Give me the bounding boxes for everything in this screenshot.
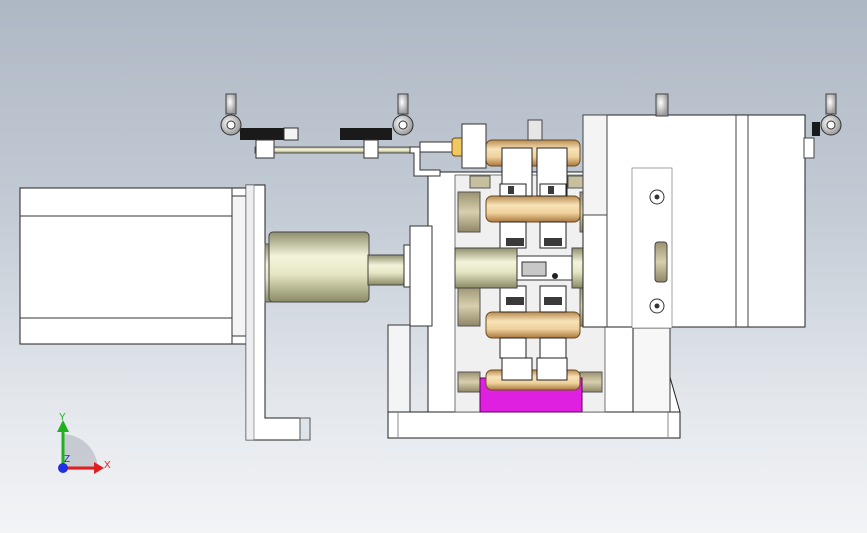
gearbox-housing[interactable] [582, 114, 815, 329]
top-fitting-center[interactable] [655, 93, 669, 117]
sensor-rod-assembly[interactable] [254, 119, 543, 177]
roller-clamps [499, 147, 568, 381]
z-axis-dot [58, 463, 68, 473]
y-axis-head [57, 420, 69, 432]
z-axis-label: Z [64, 454, 70, 465]
right-sensor[interactable] [812, 93, 842, 136]
y-axis-label: Y [59, 412, 66, 423]
x-axis-head [94, 462, 104, 474]
shaft-coupling[interactable] [264, 231, 427, 303]
roller-lower[interactable] [485, 311, 581, 339]
middle-sensor[interactable] [340, 93, 414, 159]
x-axis-label: X [104, 460, 111, 471]
orientation-triad[interactable]: Y X Z [57, 412, 111, 474]
triad-plane [63, 434, 98, 470]
stepper-motor[interactable] [19, 187, 253, 345]
left-sensor[interactable] [220, 93, 299, 159]
motor-mount-bracket[interactable] [245, 184, 311, 441]
roller-upper[interactable] [485, 195, 581, 223]
frame-base[interactable] [387, 324, 681, 439]
